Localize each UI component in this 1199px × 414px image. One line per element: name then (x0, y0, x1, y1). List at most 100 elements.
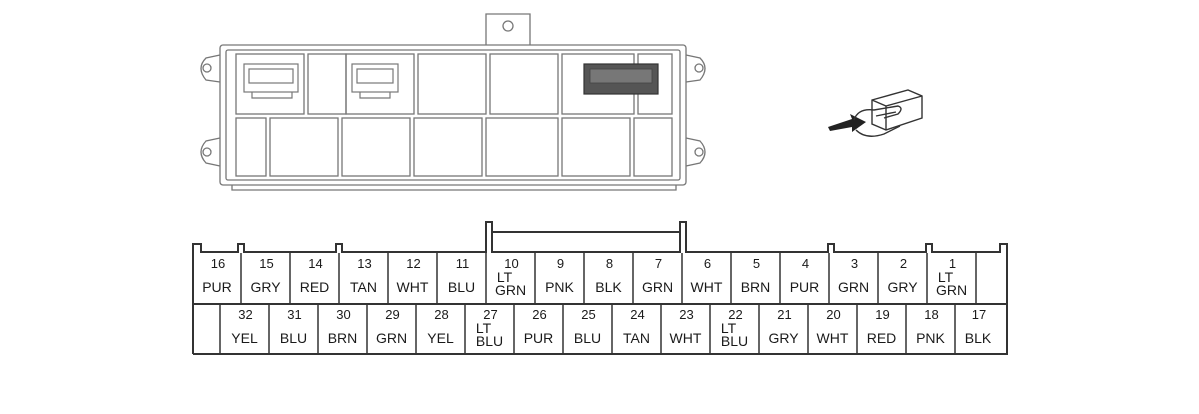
wire-color-label: BLU (280, 330, 307, 346)
wire-color-label: BLU (574, 330, 601, 346)
module-connector-middle (351, 63, 399, 99)
pin-number: 32 (238, 307, 252, 322)
pin-number: 26 (532, 307, 546, 322)
wire-color-label: RED (867, 330, 897, 346)
pin-number: 12 (406, 256, 420, 271)
pin-number: 25 (581, 307, 595, 322)
wire-color-label: TAN (350, 279, 377, 295)
pin-number: 29 (385, 307, 399, 322)
wire-color-label: PUR (524, 330, 554, 346)
pin-number: 4 (802, 256, 809, 271)
pin-number: 24 (630, 307, 644, 322)
wire-color-label: PNK (916, 330, 945, 346)
wire-color-label: BRN (328, 330, 358, 346)
wire-color-label: BLU (448, 279, 475, 295)
wire-color-label: BLK (965, 330, 992, 346)
wire-color-label: RED (300, 279, 330, 295)
pin-number: 30 (336, 307, 350, 322)
module-housing (200, 13, 706, 191)
pin-number: 31 (287, 307, 301, 322)
pin-number: 16 (211, 256, 225, 271)
module-connector-highlighted (583, 63, 659, 95)
pin-number: 14 (308, 256, 322, 271)
wire-color-label: GRN (642, 279, 673, 295)
pin-number: 9 (557, 256, 564, 271)
wire-color-label: WHT (670, 330, 702, 346)
wire-color-label: BLK (595, 279, 622, 295)
pin-number: 21 (777, 307, 791, 322)
pin-number: 23 (679, 307, 693, 322)
pin-number: 6 (704, 256, 711, 271)
wire-color-label: GRY (768, 330, 799, 346)
wire-color-label: WHT (691, 279, 723, 295)
wire-color-label: TAN (623, 330, 650, 346)
wire-color-label: PUR (202, 279, 232, 295)
wire-color-label: PNK (545, 279, 574, 295)
pin-number: 1 (949, 256, 956, 271)
pin-number: 7 (655, 256, 662, 271)
pin-number: 3 (851, 256, 858, 271)
pin-number: 5 (753, 256, 760, 271)
wire-color-label: GRY (887, 279, 918, 295)
pin-number: 8 (606, 256, 613, 271)
module-connector-left (243, 63, 299, 99)
pin-number: 18 (924, 307, 938, 322)
pin-number: 15 (259, 256, 273, 271)
wire-color-label: WHT (397, 279, 429, 295)
wire-color-label: WHT (817, 330, 849, 346)
pin-number: 20 (826, 307, 840, 322)
wire-color-label: GRY (250, 279, 281, 295)
wire-color-label: GRN (376, 330, 407, 346)
connector-hand-icon (828, 89, 923, 137)
pin-number: 10 (504, 256, 518, 271)
wire-color-label: GRN (838, 279, 869, 295)
wire-color-label: YEL (427, 330, 454, 346)
pin-number: 13 (357, 256, 371, 271)
pin-number: 19 (875, 307, 889, 322)
wire-color-label: YEL (231, 330, 258, 346)
pin-number: 11 (456, 256, 470, 271)
pin-number: 17 (972, 307, 986, 322)
wire-color-label: PUR (790, 279, 820, 295)
pin-number: 2 (900, 256, 907, 271)
pin-number: 22 (728, 307, 742, 322)
pin-number: 27 (483, 307, 497, 322)
